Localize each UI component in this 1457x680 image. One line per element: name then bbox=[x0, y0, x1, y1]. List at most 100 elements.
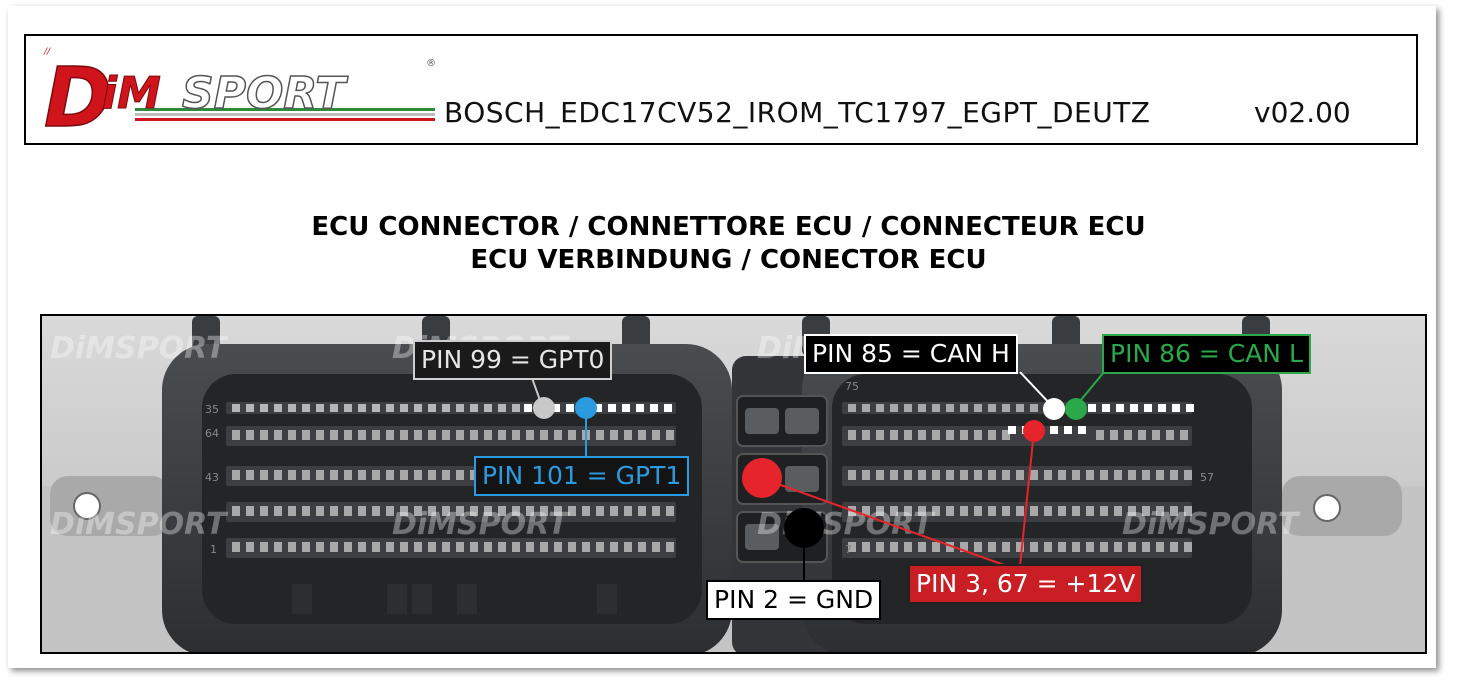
pin-contact bbox=[554, 430, 562, 440]
pin-contact bbox=[428, 506, 436, 516]
pin-contact bbox=[524, 404, 532, 412]
pin-contact bbox=[554, 506, 562, 516]
pin-contact bbox=[540, 430, 548, 440]
section-title-line2: ECU VERBINDUNG / CONECTOR ECU bbox=[470, 245, 987, 275]
pin-contact bbox=[1096, 430, 1104, 440]
pin-marker-12v-a bbox=[742, 458, 782, 498]
pin-contact bbox=[904, 542, 912, 552]
pin-label-gpt0: PIN 99 = GPT0 bbox=[413, 340, 613, 380]
pin-contact bbox=[232, 542, 240, 552]
pin-contact bbox=[862, 404, 870, 412]
pin-contact bbox=[946, 430, 954, 440]
pin-contact bbox=[386, 430, 394, 440]
pin-contact bbox=[1142, 470, 1150, 480]
pin-contact bbox=[960, 404, 968, 412]
pin-contact bbox=[512, 404, 520, 412]
pin-contact bbox=[1058, 470, 1066, 480]
pin-contact bbox=[848, 404, 856, 412]
pin-contact bbox=[582, 506, 590, 516]
leader-can-h bbox=[1019, 371, 1053, 407]
pin-contact bbox=[638, 542, 646, 552]
pin-contact bbox=[1002, 404, 1010, 412]
pin-contact bbox=[1186, 404, 1194, 412]
pin-contact bbox=[442, 542, 450, 552]
pin-contact bbox=[582, 542, 590, 552]
pin-contact bbox=[414, 506, 422, 516]
pin-contact bbox=[260, 404, 268, 412]
pin-contact bbox=[652, 506, 660, 516]
pin-contact bbox=[316, 542, 324, 552]
pin-contact bbox=[988, 470, 996, 480]
pin-contact bbox=[456, 542, 464, 552]
pin-contact bbox=[1030, 542, 1038, 552]
pin-contact bbox=[414, 542, 422, 552]
pin-contact bbox=[1158, 404, 1166, 412]
pin-contact bbox=[974, 404, 982, 412]
pin-contact bbox=[862, 506, 870, 516]
pin-contact bbox=[1100, 506, 1108, 516]
pin-marker-can-l bbox=[1065, 398, 1087, 420]
pin-contact bbox=[400, 470, 408, 480]
pin-contact bbox=[876, 506, 884, 516]
pin-contact bbox=[1072, 506, 1080, 516]
pin-contact bbox=[1156, 506, 1164, 516]
document-header: // D iM SPORT ® BOSCH_EDC17CV52_IROM_TC1… bbox=[24, 34, 1418, 145]
pin-contact bbox=[1124, 430, 1132, 440]
pin-contact bbox=[498, 430, 506, 440]
pin-contact bbox=[400, 542, 408, 552]
pin-label-12v: PIN 3, 67 = +12V bbox=[908, 564, 1144, 604]
pin-contact bbox=[442, 470, 450, 480]
pin-contact bbox=[932, 430, 940, 440]
pin-contact bbox=[400, 404, 408, 412]
pin-contact bbox=[344, 404, 352, 412]
pin-contact bbox=[358, 430, 366, 440]
pin-contact bbox=[232, 430, 240, 440]
pin-contact bbox=[610, 542, 618, 552]
pin-contact bbox=[1184, 506, 1192, 516]
pin-contact bbox=[386, 542, 394, 552]
pin-contact bbox=[1138, 430, 1146, 440]
pin-contact bbox=[484, 430, 492, 440]
pin-contact bbox=[372, 542, 380, 552]
pin-contact bbox=[1142, 506, 1150, 516]
pin-contact bbox=[232, 506, 240, 516]
pin-contact bbox=[1016, 542, 1024, 552]
pin-contact bbox=[918, 470, 926, 480]
pin-contact bbox=[666, 430, 674, 440]
pin-contact bbox=[664, 404, 672, 412]
pin-contact bbox=[666, 542, 674, 552]
pin-contact bbox=[1142, 542, 1150, 552]
pin-contact bbox=[1088, 404, 1096, 412]
pin-contact bbox=[1144, 404, 1152, 412]
pin-label-7: 7 bbox=[845, 543, 852, 556]
pin-contact bbox=[876, 404, 884, 412]
pin-contact bbox=[1114, 542, 1122, 552]
left-pin-rows bbox=[226, 402, 676, 558]
logo-sport: SPORT bbox=[182, 68, 348, 119]
pin-contact bbox=[484, 506, 492, 516]
pin-contact bbox=[344, 542, 352, 552]
pin-contact bbox=[358, 404, 366, 412]
pin-contact bbox=[414, 430, 422, 440]
pin-contact bbox=[862, 542, 870, 552]
pin-contact bbox=[848, 430, 856, 440]
pin-contact bbox=[1102, 404, 1110, 412]
pin-contact bbox=[302, 506, 310, 516]
pin-contact bbox=[512, 542, 520, 552]
pin-contact bbox=[386, 404, 394, 412]
pin-contact bbox=[610, 430, 618, 440]
pin-contact bbox=[470, 542, 478, 552]
pin-contact bbox=[596, 430, 604, 440]
pin-contact bbox=[442, 404, 450, 412]
pin-contact bbox=[1044, 506, 1052, 516]
pin-contact bbox=[960, 430, 968, 440]
pin-contact bbox=[274, 542, 282, 552]
pin-contact bbox=[848, 542, 856, 552]
pin-contact bbox=[974, 506, 982, 516]
pin-contact bbox=[918, 430, 926, 440]
pin-contact bbox=[260, 506, 268, 516]
dimsport-logo: // D iM SPORT ® bbox=[43, 47, 436, 136]
pin-contact bbox=[456, 404, 464, 412]
pin-contact bbox=[1128, 506, 1136, 516]
pin-contact bbox=[428, 404, 436, 412]
